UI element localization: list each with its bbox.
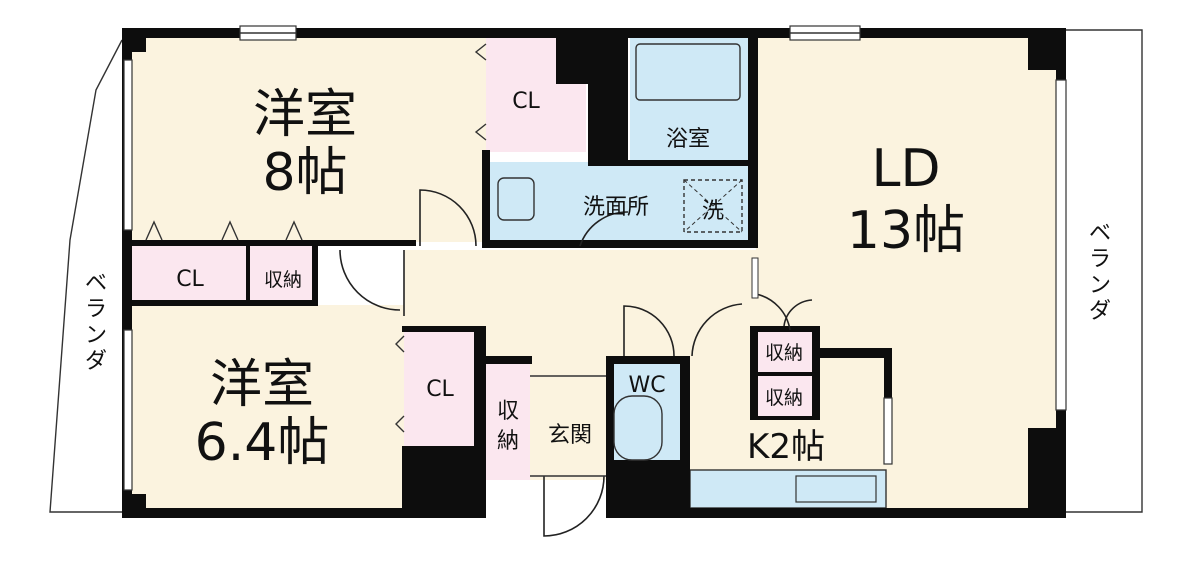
western-8-name: 洋室 [253,85,357,145]
bathtub [635,43,741,101]
western-8-size: 8帖 [262,143,347,203]
washer-label: 洗 [702,199,724,224]
shuno-k1-floor [754,330,814,374]
balcony-left-char-4: ダ [85,349,107,374]
wc-floor [612,356,682,462]
shuno-left-label: 収納 [264,269,302,291]
balcony-right-char-4: ダ [1089,299,1111,324]
shuno-k1-label: 収納 [765,342,803,364]
room-fills [130,36,1056,512]
entrance-label: 玄関 [548,423,592,448]
balcony-right-char-1: ベ [1089,221,1111,246]
shuno-entry-label-1: 収 [497,399,519,424]
balcony-left-char-1: ベ [85,271,107,296]
shuno-k2-floor [754,376,814,418]
shuno-entry-floor [486,360,530,480]
balcony-left-char-2: ラ [85,297,107,322]
cl-mid-floor [404,330,476,446]
shuno-left-floor [250,244,316,302]
western-64-name: 洋室 [210,355,314,415]
room-western-64-floor [130,305,404,512]
cl-top-label: CL [512,89,540,114]
shuno-entry-label-2: 納 [497,429,519,454]
balcony-labels: ベ ラ ン ダ ベ ラ ン ダ [85,221,1111,374]
balcony-right-char-2: ラ [1089,247,1111,272]
shuno-k2-label: 収納 [765,387,803,409]
wc-label: WC [628,373,665,398]
ld-name: LD [871,139,940,199]
cl-left-floor [132,244,248,302]
washroom-floor [488,162,748,240]
room-western-8-floor [130,36,486,242]
doors [145,43,877,537]
windows [123,25,1067,491]
balcony-left-char-3: ン [85,323,107,348]
entrance-floor [530,372,610,480]
balcony-right-char-3: ン [1089,273,1111,298]
ld-size: 13帖 [847,201,965,261]
cl-left-label: CL [176,267,204,292]
walls [122,28,1066,518]
cl-mid-label: CL [426,377,454,402]
bath-label: 浴室 [666,127,710,152]
washroom-label: 洗面所 [583,195,649,220]
room-labels: 洋室 8帖 洋室 6.4帖 LD 13帖 K2帖 浴室 洗面所 洗 WC 玄関 [195,85,965,473]
kitchen-label: K2帖 [747,427,825,467]
storage-labels: CL CL 収納 CL 収 納 収納 収納 [176,89,803,454]
western-64-size: 6.4帖 [195,413,330,473]
